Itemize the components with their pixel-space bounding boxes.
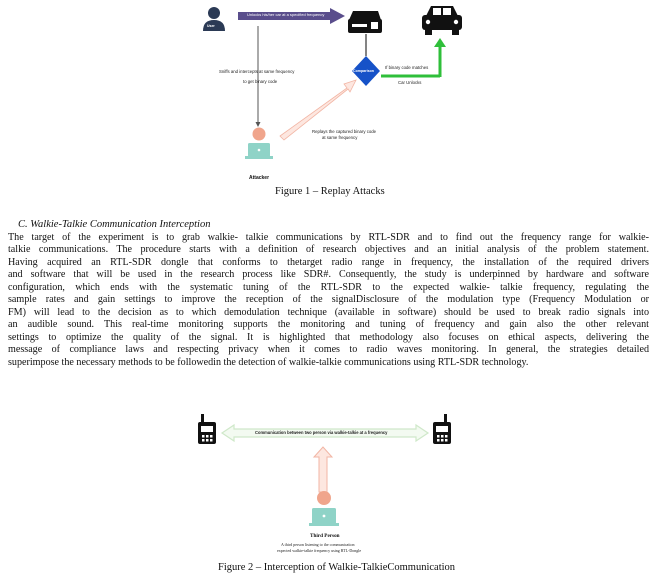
walkie-talkie-right-icon bbox=[433, 414, 451, 444]
car-icon bbox=[422, 6, 462, 35]
match-label-1: If binary code matches bbox=[385, 65, 429, 70]
comparison-diamond bbox=[352, 56, 380, 86]
figure-1-caption: Figure 1 – Replay Attacks bbox=[275, 186, 385, 197]
match-label-2: Car Unlocks bbox=[398, 80, 422, 85]
third-person-icon bbox=[309, 491, 339, 526]
replay-arrow bbox=[279, 79, 357, 141]
top-arrow-label: Unlocks his/her car at a specified frequ… bbox=[247, 12, 325, 17]
body-line: settings to optimize the quality of the … bbox=[8, 332, 649, 343]
third-person-desc-2: expected walkie-talkie frequency using R… bbox=[277, 548, 362, 553]
replay-label-1: Replays the captured binary code bbox=[312, 129, 377, 134]
attacker-icon bbox=[245, 127, 273, 159]
body-line: FM) will lead to the decision as to whic… bbox=[8, 307, 649, 318]
sniff-label-1: Sniffs and intercepts at same frequency bbox=[219, 69, 295, 74]
match-success-arrow bbox=[381, 38, 446, 78]
figure-2: Communication between two person via wal… bbox=[0, 370, 666, 584]
walkie-talkie-left-icon bbox=[198, 414, 216, 444]
body-line: superimpose the necessary methods to be … bbox=[8, 357, 529, 368]
figure-1-diagram bbox=[203, 6, 462, 159]
body-line: talkie communications. The procedure sta… bbox=[8, 244, 649, 255]
body-line: The target of the experiment is to grab … bbox=[8, 232, 649, 243]
attacker-label: Attacker bbox=[249, 175, 270, 181]
body-line: an audible sound. This real-time monitor… bbox=[8, 319, 649, 330]
third-person-desc-1: A third person listening to the communic… bbox=[281, 542, 355, 547]
comparison-label: Comparison bbox=[353, 69, 374, 73]
interception-arrow bbox=[312, 446, 334, 493]
section-heading: C. Walkie-Talkie Communication Intercept… bbox=[18, 219, 211, 230]
body-line: configuration, which ends with the syste… bbox=[8, 282, 649, 293]
figure-1: User Unlocks his/her car at a specified … bbox=[0, 0, 666, 200]
user-icon bbox=[203, 7, 225, 31]
body-line: message of compliance laws and respectin… bbox=[8, 344, 649, 355]
key-fob-icon bbox=[348, 11, 382, 33]
body-line: sample rates and gain settings to improv… bbox=[8, 294, 649, 305]
figure-2-diagram bbox=[198, 414, 451, 526]
communication-label: Communication between two person via wal… bbox=[255, 430, 388, 435]
user-label: User bbox=[207, 24, 215, 28]
communication-arrow bbox=[220, 423, 430, 443]
unlock-signal-arrow bbox=[238, 8, 345, 24]
body-line: Having acquired an RTL-SDR dongle that c… bbox=[8, 257, 649, 268]
sniff-label-2: to get binary code bbox=[243, 79, 278, 84]
replay-label-2: at same frequency bbox=[322, 135, 358, 140]
figure-2-caption: Figure 2 – Interception of Walkie-Talkie… bbox=[218, 562, 456, 573]
third-person-label: Third Person bbox=[310, 533, 340, 539]
body-line: and software that will be used in the re… bbox=[8, 269, 649, 280]
